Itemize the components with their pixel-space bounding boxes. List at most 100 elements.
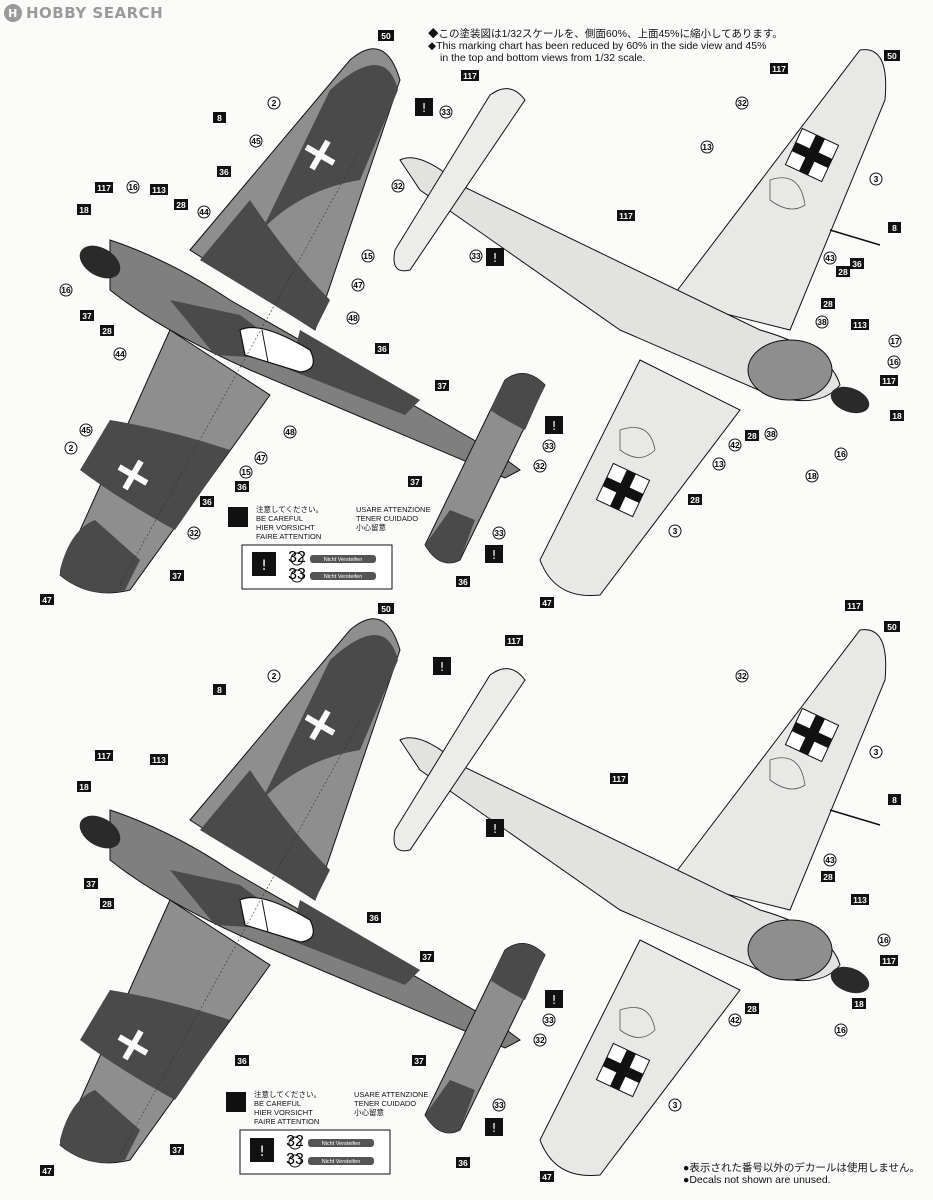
callout-32c: 32 [533, 459, 547, 473]
caution-icon-3: ! [545, 416, 563, 434]
callout-117b: 117 [461, 70, 479, 81]
callout-47e: 47 [40, 1165, 54, 1176]
svg-text:32: 32 [535, 461, 545, 471]
caution-icon-6: ! [486, 819, 504, 837]
caution-icon-7: ! [545, 990, 563, 1008]
callout-117h: 117 [845, 600, 863, 611]
svg-text:28: 28 [102, 899, 112, 909]
callout-37h: 37 [170, 1144, 184, 1155]
callout-47b: 47 [351, 278, 365, 292]
scale-note-en-2: in the top and bottom views from 1/32 sc… [440, 52, 646, 64]
svg-text:45: 45 [81, 425, 91, 435]
callout-15b: 15 [239, 465, 253, 479]
svg-text:33: 33 [494, 528, 504, 538]
callout-32d: 32 [735, 96, 749, 110]
callout-117: 117 [95, 182, 113, 193]
svg-text:37: 37 [172, 571, 182, 581]
svg-text:!: ! [261, 558, 267, 574]
callout-32: 32 [391, 179, 405, 193]
svg-text:117: 117 [882, 376, 896, 386]
logo-mark: H [4, 4, 22, 22]
caution-icon-1: ! [415, 98, 433, 116]
caution-icon-5: ! [433, 657, 451, 675]
svg-text:113: 113 [853, 320, 867, 330]
svg-text:36: 36 [458, 577, 468, 587]
caution-icon-2: ! [486, 248, 504, 266]
svg-text:Nicht Versteifen: Nicht Versteifen [324, 574, 363, 580]
callout-36f: 36 [850, 258, 864, 269]
svg-text:43: 43 [825, 253, 835, 263]
callout-36g: 36 [367, 912, 381, 923]
callout-38: 38 [815, 315, 829, 329]
svg-text:36: 36 [219, 167, 229, 177]
svg-text:2: 2 [272, 98, 277, 108]
svg-text:48: 48 [285, 427, 295, 437]
svg-text:36: 36 [852, 259, 862, 269]
callout-47d: 47 [540, 597, 554, 608]
svg-text:37: 37 [172, 1145, 182, 1155]
svg-text:117: 117 [97, 183, 111, 193]
svg-text:32: 32 [288, 549, 306, 566]
callout-45: 45 [249, 134, 263, 148]
svg-text:37: 37 [437, 381, 447, 391]
callout-113: 113 [150, 184, 168, 195]
svg-text:38: 38 [766, 429, 776, 439]
callout-37d: 37 [408, 476, 422, 487]
callout-37c: 37 [170, 570, 184, 581]
svg-text:117: 117 [772, 64, 786, 74]
callout-36b: 36 [375, 343, 389, 354]
callout-28g: 28 [100, 898, 114, 909]
callout-16b: 16 [59, 283, 73, 297]
callout-33a: 33 [439, 105, 453, 119]
callout-17: 17 [888, 334, 902, 348]
svg-text:32: 32 [535, 1035, 545, 1045]
svg-text:28: 28 [176, 200, 186, 210]
scale-note-en-1: ◆This marking chart has been reduced by … [428, 40, 767, 52]
callout-47f: 47 [540, 1171, 554, 1182]
svg-text:117: 117 [847, 601, 861, 611]
callout-117j: 117 [880, 955, 898, 966]
svg-text:!: ! [422, 101, 427, 115]
svg-text:32: 32 [189, 528, 199, 538]
svg-text:18: 18 [854, 999, 864, 1009]
svg-text:33: 33 [441, 107, 451, 117]
svg-text:28: 28 [690, 495, 700, 505]
svg-text:28: 28 [838, 267, 848, 277]
callout-36e: 36 [456, 576, 470, 587]
callout-117c: 117 [617, 210, 635, 221]
callout-37f: 37 [420, 951, 434, 962]
svg-text:47: 47 [42, 595, 52, 605]
svg-text:33: 33 [544, 441, 554, 451]
callout-18b: 18 [890, 410, 904, 421]
svg-text:13: 13 [714, 459, 724, 469]
callout-33b: 33 [469, 249, 483, 263]
svg-text:!: ! [492, 1121, 497, 1135]
svg-text:47: 47 [542, 1172, 552, 1182]
svg-text:37: 37 [86, 879, 96, 889]
svg-text:8: 8 [217, 113, 222, 123]
svg-text:44: 44 [199, 207, 209, 217]
callout-37g: 37 [412, 1055, 426, 1066]
svg-text:33: 33 [544, 1015, 554, 1025]
svg-text:8: 8 [217, 685, 222, 695]
svg-text:28: 28 [823, 299, 833, 309]
callout-3: 3 [869, 172, 883, 186]
callout-42b: 42 [728, 1013, 742, 1027]
callout-36a: 36 [217, 166, 231, 177]
svg-text:32: 32 [393, 181, 403, 191]
caution-icon-4: ! [485, 545, 503, 563]
callout-37b: 37 [435, 380, 449, 391]
svg-text:18: 18 [892, 411, 902, 421]
callout-48: 48 [346, 311, 360, 325]
svg-text:43: 43 [825, 855, 835, 865]
callout-2b: 2 [64, 441, 78, 455]
svg-text:48: 48 [348, 313, 358, 323]
svg-text:3: 3 [874, 747, 879, 757]
callout-16f: 16 [834, 1023, 848, 1037]
callout-16e: 16 [877, 933, 891, 947]
svg-text:3: 3 [673, 1100, 678, 1110]
callout-8c: 8 [213, 684, 226, 695]
callout-2c: 2 [267, 669, 281, 683]
